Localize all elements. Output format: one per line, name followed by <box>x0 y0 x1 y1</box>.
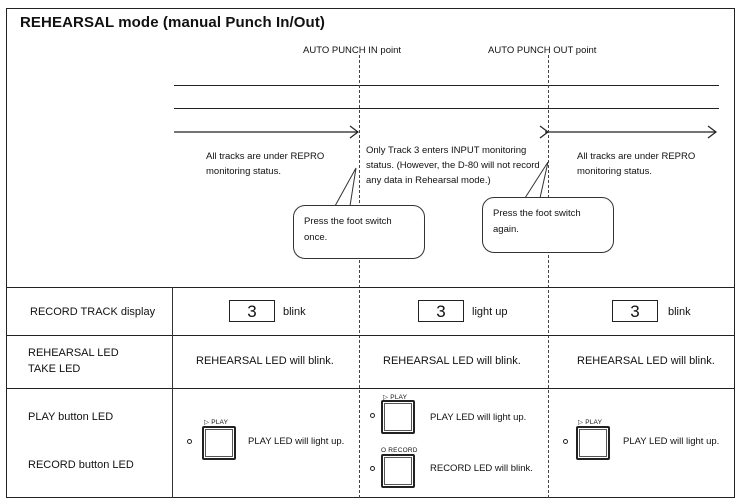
track-state-1: blink <box>283 306 306 318</box>
play-led-indicator-3 <box>563 439 568 444</box>
track-line-2 <box>174 108 719 109</box>
play-button-3[interactable] <box>576 426 610 460</box>
diagram-title: REHEARSAL mode (manual Punch In/Out) <box>20 14 326 31</box>
track-display-3: 3 <box>612 300 658 322</box>
play-button-label-3: ▷ PLAY <box>578 419 603 426</box>
track-state-3: blink <box>668 306 691 318</box>
play-button-2[interactable] <box>381 400 415 434</box>
table-divider-2 <box>6 335 735 336</box>
play-led-indicator-2 <box>370 413 375 418</box>
arrow-head-3 <box>707 125 717 139</box>
punch-in-line <box>359 55 360 498</box>
record-button-label: O RECORD <box>381 447 418 454</box>
arrow-head-1 <box>349 125 359 139</box>
diagram-frame <box>6 8 735 498</box>
punch-in-label: AUTO PUNCH IN point <box>303 45 402 56</box>
play-led-status-2: PLAY LED will light up. <box>430 412 527 423</box>
table-divider-1 <box>6 287 735 288</box>
record-led-indicator <box>370 466 375 471</box>
track-line-1 <box>174 85 719 86</box>
row-label-rehearsal-led: REHEARSAL LED <box>28 347 119 359</box>
rehearsal-status-3: REHEARSAL LED will blink. <box>577 355 715 367</box>
rehearsal-status-2: REHEARSAL LED will blink. <box>383 355 521 367</box>
play-led-indicator-1 <box>187 439 192 444</box>
play-button-1[interactable] <box>202 426 236 460</box>
record-button[interactable] <box>381 454 415 488</box>
play-led-status-3: PLAY LED will light up. <box>623 436 720 447</box>
play-button-label-1: ▷ PLAY <box>204 419 229 426</box>
track-display-2: 3 <box>418 300 464 322</box>
play-button-label-2: ▷ PLAY <box>383 394 408 401</box>
punch-out-line <box>548 55 549 498</box>
row-label-record-track: RECORD TRACK display <box>30 306 156 318</box>
punch-out-label: AUTO PUNCH OUT point <box>488 45 597 56</box>
play-led-status-1: PLAY LED will light up. <box>248 436 345 447</box>
table-divider-3 <box>6 388 735 389</box>
row-label-play-led: PLAY button LED <box>28 411 114 423</box>
record-led-status: RECORD LED will blink. <box>430 463 533 474</box>
rehearsal-status-1: REHEARSAL LED will blink. <box>196 355 334 367</box>
bubble-tail-1 <box>334 167 357 207</box>
table-column-divider <box>172 287 173 498</box>
track-display-1: 3 <box>229 300 275 322</box>
track-state-2: light up <box>472 306 508 318</box>
row-label-record-led: RECORD button LED <box>28 459 134 471</box>
row-label-take-led: TAKE LED <box>28 363 81 375</box>
